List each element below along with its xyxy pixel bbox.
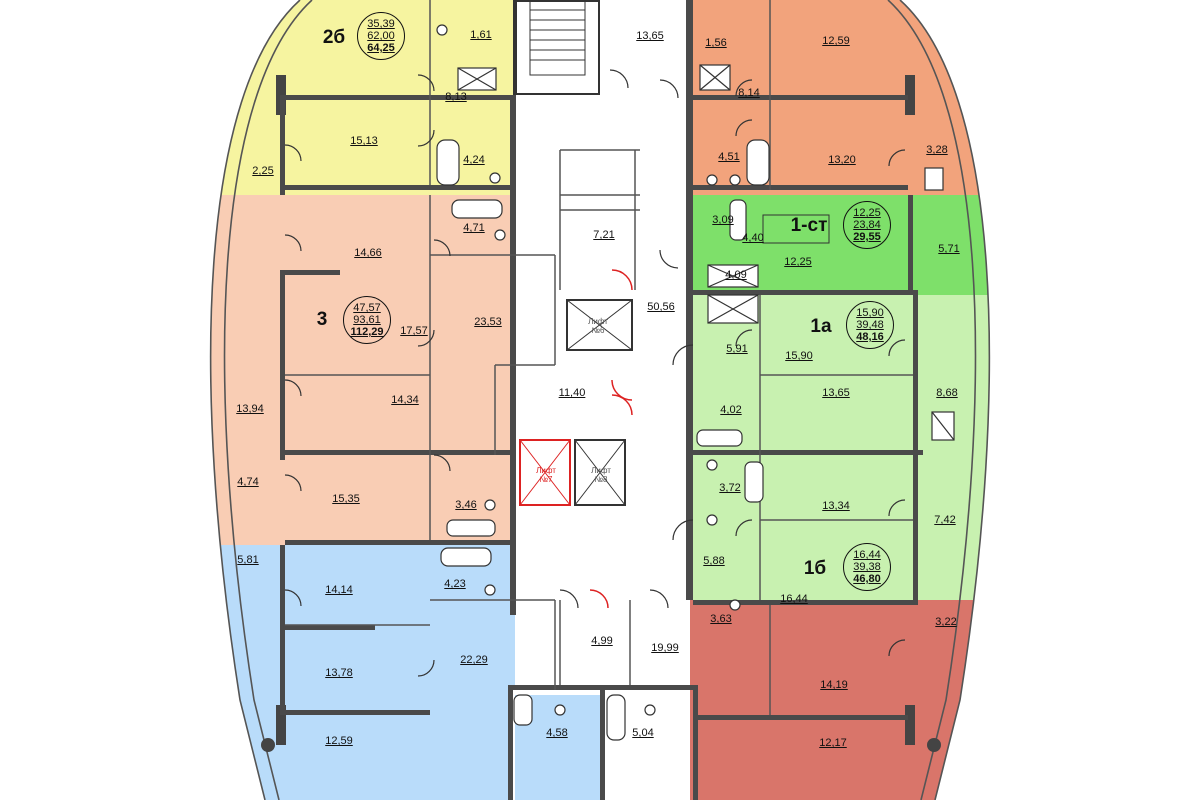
room-area: 5,04	[632, 727, 654, 739]
room-area: 23,53	[474, 316, 502, 328]
room-area: 13,78	[325, 667, 353, 679]
room-area: 1,56	[705, 37, 727, 49]
room-area: 3,28	[926, 144, 948, 156]
zone-apartment-3[interactable]	[200, 195, 512, 545]
room-area: 4,71	[463, 222, 485, 234]
room-area: 4,99	[591, 635, 613, 647]
room-area: 14,34	[391, 394, 419, 406]
room-area: 13,20	[828, 154, 856, 166]
summary-gross-area: 29,55	[853, 231, 881, 243]
core-stair	[513, 0, 602, 97]
room-area: 14,66	[354, 247, 382, 259]
room-area: 3,46	[455, 499, 477, 511]
room-area: 17,57	[400, 325, 428, 337]
bath-fixtures	[436, 24, 770, 741]
elevator-label: Лифт №7	[536, 466, 556, 484]
room-area: 15,35	[332, 493, 360, 505]
summary-living-area: 16,44	[853, 549, 881, 561]
room-area: 4,23	[444, 578, 466, 590]
apartment-summary-1a: 15,90 39,48 48,16	[846, 301, 894, 349]
elevator-label: Лифт №8	[591, 466, 611, 484]
summary-gross-area: 64,25	[367, 42, 395, 54]
vent-shafts	[457, 64, 955, 441]
room-area: 7,42	[934, 514, 956, 526]
room-area: 13,65	[822, 387, 850, 399]
room-area: 50,56	[647, 301, 675, 313]
room-area: 5,88	[703, 555, 725, 567]
room-area: 19,99	[651, 642, 679, 654]
room-area: 13,65	[636, 30, 664, 42]
room-area: 15,13	[350, 135, 378, 147]
summary-total-area: 62,00	[367, 30, 395, 42]
room-area: 14,14	[325, 584, 353, 596]
apartment-summary-1b: 16,44 39,38 46,80	[843, 543, 891, 591]
summary-living-area: 47,57	[353, 302, 381, 314]
outer-glazing	[209, 0, 991, 800]
room-area: 22,29	[460, 654, 488, 666]
room-area: 14,19	[820, 679, 848, 691]
room-area: 5,91	[726, 343, 748, 355]
room-area: 15,90	[785, 350, 813, 362]
apartment-summary-2b: 35,39 62,00 64,25	[357, 12, 405, 60]
elevator-shafts	[519, 299, 633, 506]
room-area: 3,72	[719, 482, 741, 494]
room-area: 13,94	[236, 403, 264, 415]
room-area: 11,40	[558, 387, 586, 399]
room-area: 4,40	[742, 232, 764, 244]
room-area: 8,13	[445, 91, 467, 103]
zone-apartment-red[interactable]	[692, 600, 1002, 800]
apartment-summary-3: 47,57 93,61 112,29	[343, 296, 391, 344]
door-swings	[284, 69, 906, 677]
room-area: 5,81	[237, 554, 259, 566]
summary-living-area: 15,90	[856, 307, 884, 319]
room-area: 3,09	[712, 214, 734, 226]
room-area: 7,21	[593, 229, 615, 241]
room-area: 4,02	[720, 404, 742, 416]
room-area: 4,09	[725, 269, 747, 281]
apartment-label-3: 3	[316, 309, 328, 330]
room-area: 13,34	[822, 500, 850, 512]
room-area: 12,17	[819, 737, 847, 749]
room-area: 4,58	[546, 727, 568, 739]
apartment-zones	[200, 0, 1002, 800]
room-area: 3,63	[710, 613, 732, 625]
summary-total-area: 39,48	[856, 319, 884, 331]
summary-total-area: 39,38	[853, 561, 881, 573]
summary-total-area: 93,61	[353, 314, 381, 326]
corridor	[515, 0, 690, 800]
fire-doors	[589, 269, 633, 609]
room-area: 8,14	[738, 87, 760, 99]
apartment-summary-1st: 12,25 23,84 29,55	[843, 201, 891, 249]
summary-gross-area: 48,16	[856, 331, 884, 343]
partitions	[285, 0, 913, 715]
room-area: 1,61	[470, 29, 492, 41]
summary-living-area: 12,25	[853, 207, 881, 219]
room-area: 5,71	[938, 243, 960, 255]
room-area: 4,24	[463, 154, 485, 166]
room-area: 4,74	[237, 476, 259, 488]
room-area: 2,25	[252, 165, 274, 177]
summary-gross-area: 46,80	[853, 573, 881, 585]
room-area: 12,59	[325, 735, 353, 747]
room-area: 12,59	[822, 35, 850, 47]
walls	[280, 0, 923, 800]
elevator-label: Лифт №6	[588, 317, 608, 335]
apartment-label-1st: 1-ст	[790, 215, 828, 236]
green-window-box	[762, 214, 830, 244]
room-area: 4,51	[718, 151, 740, 163]
room-area: 3,22	[935, 616, 957, 628]
summary-total-area: 23,84	[853, 219, 881, 231]
room-area: 16,44	[780, 593, 808, 605]
zone-apartment-1b[interactable]	[692, 455, 1002, 600]
apartment-label-1a: 1а	[810, 316, 832, 337]
summary-gross-area: 112,29	[350, 326, 384, 338]
room-area: 8,68	[936, 387, 958, 399]
room-area: 12,25	[784, 256, 812, 268]
apartment-label-2b: 2б	[322, 27, 346, 48]
summary-living-area: 35,39	[367, 18, 395, 30]
apartment-label-1b: 1б	[803, 558, 827, 579]
